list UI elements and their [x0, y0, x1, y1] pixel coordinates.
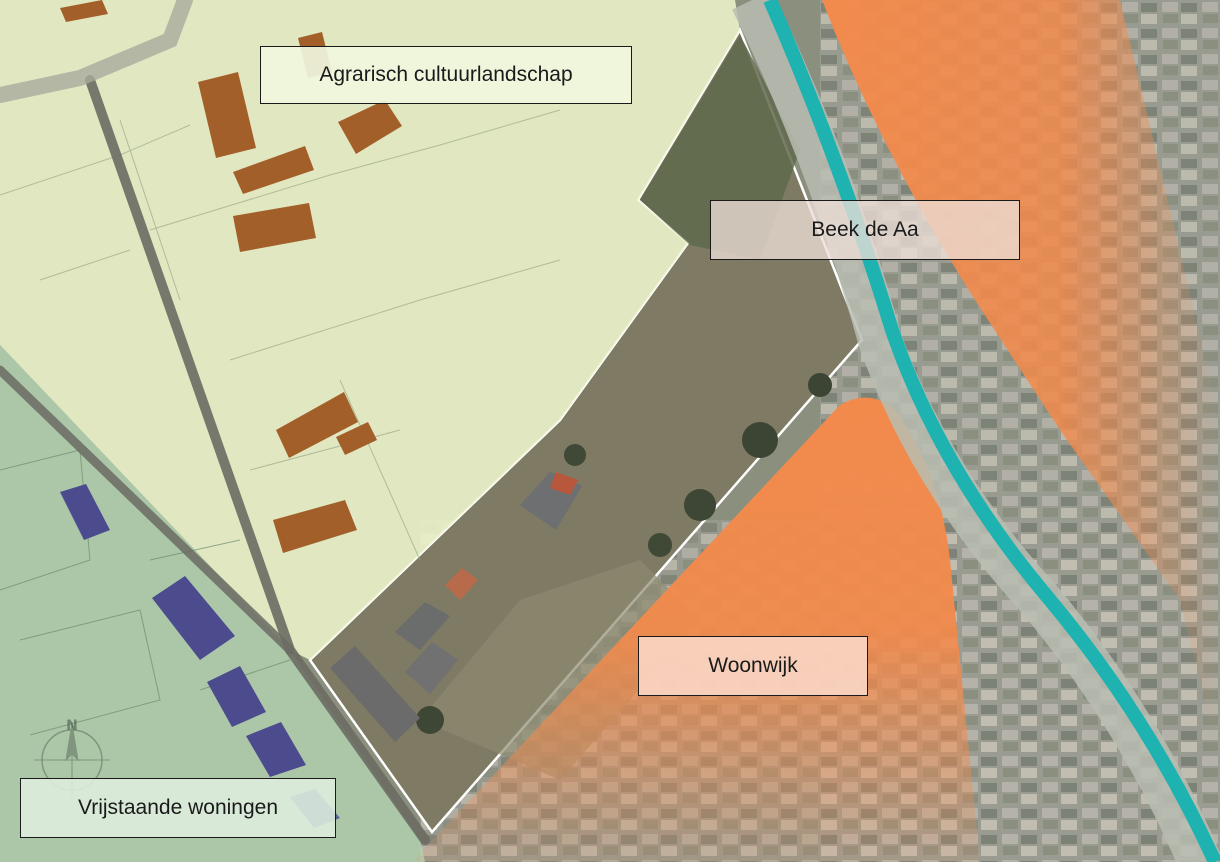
detached-houses [60, 484, 340, 828]
roads [0, 0, 430, 845]
label-vrijstaande-woningen: Vrijstaande woningen [20, 778, 336, 838]
compass-north-label: N [66, 718, 78, 734]
label-woonwijk: Woonwijk [638, 636, 868, 696]
label-agrarisch-cultuurlandschap: Agrarisch cultuurlandschap [260, 46, 632, 104]
agrarian-zone [0, 0, 740, 660]
residential-zone-south [412, 397, 980, 862]
main-road [732, 0, 1220, 862]
farm-buildings [60, 0, 402, 553]
plot-buildings [330, 472, 582, 742]
stream-beek-de-aa [763, 0, 1220, 862]
residential-zone-east [822, 0, 1220, 760]
agrarian-field-lines [0, 109, 561, 561]
label-beek-de-aa: Beek de Aa [710, 200, 1020, 260]
